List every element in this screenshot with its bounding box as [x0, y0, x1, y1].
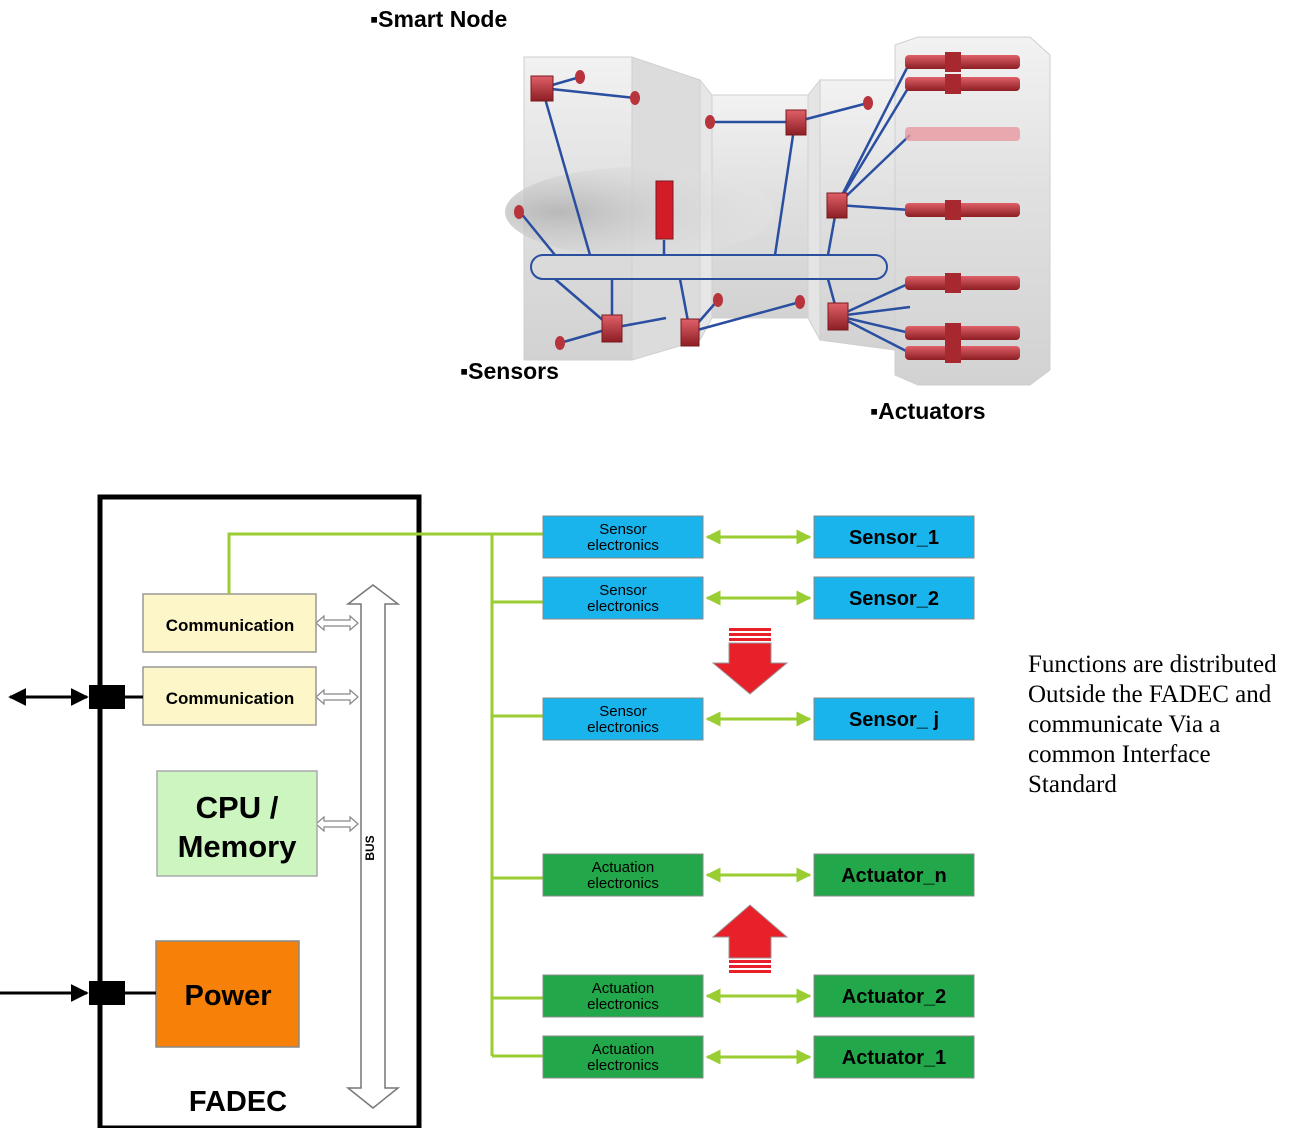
sensors-label: ▪Sensors	[460, 358, 559, 384]
actuator-electronics-label-line1: Actuation	[592, 1041, 655, 1058]
sensor-device-box	[813, 697, 975, 741]
communication-block-1	[142, 593, 317, 653]
port-power	[89, 981, 125, 1005]
actuator-electronics-box	[542, 974, 704, 1018]
communication-label-2: Communication	[166, 689, 294, 708]
power-label: Power	[184, 980, 271, 1012]
actuator-device-label: Actuator_1	[842, 1047, 946, 1069]
sensor-device-label: Sensor_1	[849, 527, 939, 549]
fadec-title: FADEC	[189, 1086, 287, 1118]
distribution-note: Functions are distributed Outside the FA…	[1028, 651, 1277, 798]
actuator-device-label: Actuator_n	[841, 865, 947, 887]
red-arrow-down	[711, 628, 789, 695]
cpu-label-line1: CPU /	[196, 790, 279, 825]
smart-nodes	[530, 75, 849, 347]
sensor-device-box	[813, 515, 975, 559]
power-block	[155, 940, 300, 1048]
red-arrow-up	[711, 904, 789, 973]
actuator-electronics-label-line2: electronics	[587, 875, 659, 892]
sensor-device-box	[813, 576, 975, 620]
actuator-device-label: Actuator_2	[842, 986, 946, 1008]
sensor-electronics-label-line2: electronics	[587, 537, 659, 554]
sensor-device-label: Sensor_2	[849, 588, 939, 610]
communication-block-2	[142, 666, 317, 726]
actuator-device-box	[813, 1035, 975, 1079]
sensor-electronics-label-line1: Sensor	[599, 582, 647, 599]
sensor-electronics-label-line1: Sensor	[599, 521, 647, 538]
sensor-dots	[514, 70, 873, 350]
port-comm	[89, 685, 125, 709]
bus-links	[315, 614, 359, 833]
sensor-electronics-label-line2: electronics	[587, 719, 659, 736]
actuator-cylinders	[905, 52, 1020, 363]
bus-arrow	[345, 584, 401, 1109]
cpu-memory-block	[156, 770, 318, 877]
actuators-label: ▪Actuators	[870, 398, 986, 424]
actuator-device-box	[813, 853, 975, 897]
bus-label: BUS	[363, 835, 377, 860]
actuator-electronics-label-line1: Actuation	[592, 859, 655, 876]
actuator-electronics-label-line2: electronics	[587, 996, 659, 1013]
sensor-electronics-box	[542, 697, 704, 741]
sensor-electronics-box	[542, 515, 704, 559]
actuator-electronics-box	[542, 1035, 704, 1079]
actuator-electronics-label-line2: electronics	[587, 1057, 659, 1074]
network-lines	[227, 532, 543, 1058]
sensor-electronics-label-line2: electronics	[587, 598, 659, 615]
smart-node-label: ▪Smart Node	[370, 6, 508, 32]
actuator-device-box	[813, 974, 975, 1018]
sensor-electronics-label-line1: Sensor	[599, 703, 647, 720]
communication-label-1: Communication	[166, 616, 294, 635]
sensor-electronics-box	[542, 576, 704, 620]
actuator-electronics-box	[542, 853, 704, 897]
sensor-device-label: Sensor_ j	[849, 709, 939, 731]
actuator-electronics-label-line1: Actuation	[592, 980, 655, 997]
cpu-label-line2: Memory	[178, 829, 298, 864]
